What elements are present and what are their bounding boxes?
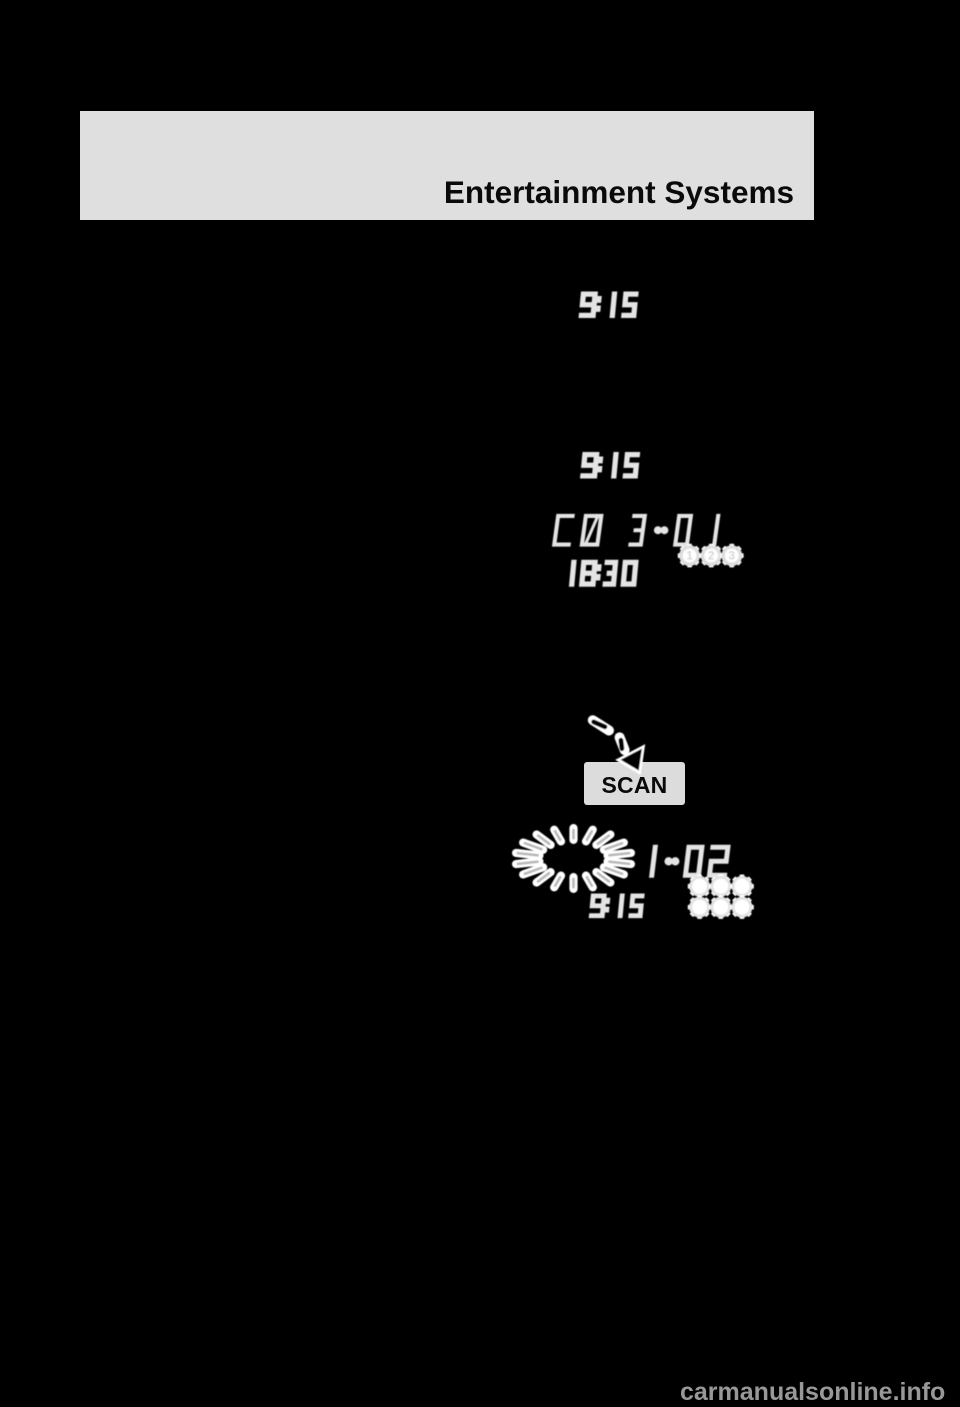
svg-text:3: 3 bbox=[729, 551, 735, 563]
svg-text:1: 1 bbox=[686, 551, 693, 563]
svg-text:2: 2 bbox=[708, 551, 714, 563]
